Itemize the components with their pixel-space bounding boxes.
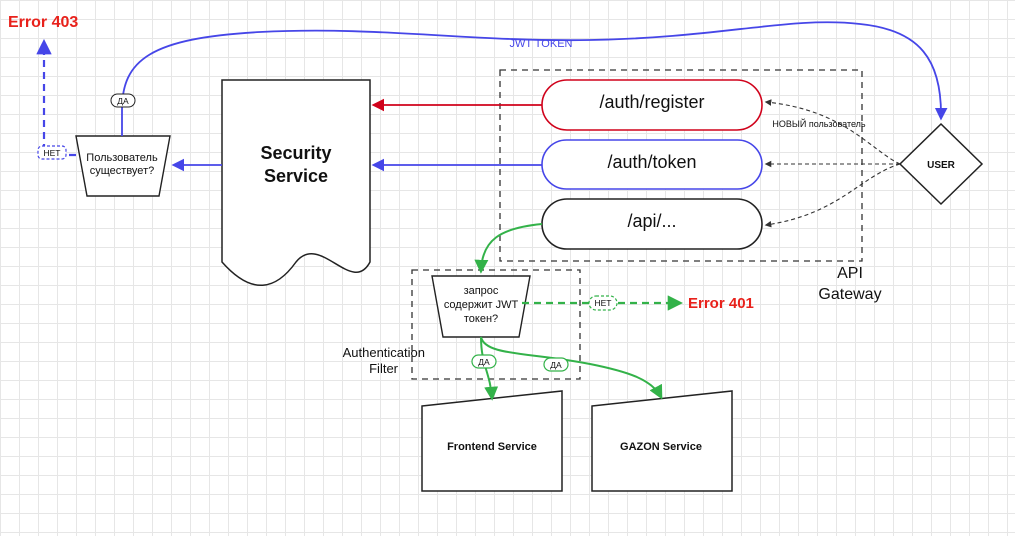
jwt-check-label-1: запрос: [464, 285, 499, 297]
api-gateway-label-1: API: [837, 265, 863, 282]
jwt-token-return-arrow: [121, 21, 948, 136]
auth-filter-label-1: Authentication: [343, 345, 425, 360]
user-to-api-arrow: [764, 163, 901, 228]
error-403-label: Error 403: [8, 14, 78, 31]
frontend-service-node[interactable]: [421, 390, 563, 492]
user-to-register-arrow: [764, 99, 901, 165]
user-exists-label-1: Пользователь: [86, 152, 158, 164]
jwt-check-decision[interactable]: [431, 275, 531, 338]
security-service-node[interactable]: [221, 79, 371, 287]
gazon-service-label: GAZON Service: [620, 441, 702, 453]
yes-badge-top: [110, 93, 136, 108]
gazon-service-node[interactable]: [591, 390, 733, 492]
no-badge-left-label: НЕТ: [44, 148, 61, 158]
user-node[interactable]: [898, 122, 984, 206]
yes-badge-top-label: ДА: [117, 96, 129, 106]
jwt-check-label-2: содержит JWT: [444, 299, 519, 311]
user-exists-decision[interactable]: [75, 135, 171, 197]
auth-filter-label-2: Filter: [369, 361, 399, 376]
route-api-label: /api/...: [627, 211, 676, 231]
no-to-error-403-arrow: [36, 38, 76, 157]
api-to-jwt-check-arrow: [474, 223, 543, 274]
security-service-label-1: Security: [260, 143, 331, 163]
frontend-service-label: Frontend Service: [447, 441, 537, 453]
user-exists-label-2: существует?: [90, 165, 154, 177]
no-badge-right: [588, 295, 618, 311]
new-user-label: НОВЫЙ пользователь: [772, 118, 866, 129]
error-401-label: Error 401: [688, 295, 754, 312]
no-badge-left: [37, 145, 67, 160]
user-label: USER: [927, 160, 956, 171]
yes-badge-left-label: ДА: [478, 357, 490, 367]
security-service-label-2: Service: [264, 166, 328, 186]
yes-badge-left: [471, 354, 497, 369]
route-auth-token-label: /auth/token: [607, 152, 696, 172]
jwt-check-label-3: токен?: [464, 313, 498, 325]
api-gateway-label-2: Gateway: [818, 286, 881, 303]
api-gateway-boundary: [499, 69, 863, 262]
route-auth-register-label: /auth/register: [599, 92, 704, 112]
yes-badge-right: [543, 357, 569, 372]
auth-filter-boundary: [411, 269, 581, 380]
yes-badge-right-label: ДА: [550, 360, 562, 370]
jwt-to-gazon-arrow: [480, 336, 663, 400]
jwt-token-label: JWT TOKEN: [510, 38, 573, 50]
no-badge-right-label: НЕТ: [595, 298, 612, 308]
